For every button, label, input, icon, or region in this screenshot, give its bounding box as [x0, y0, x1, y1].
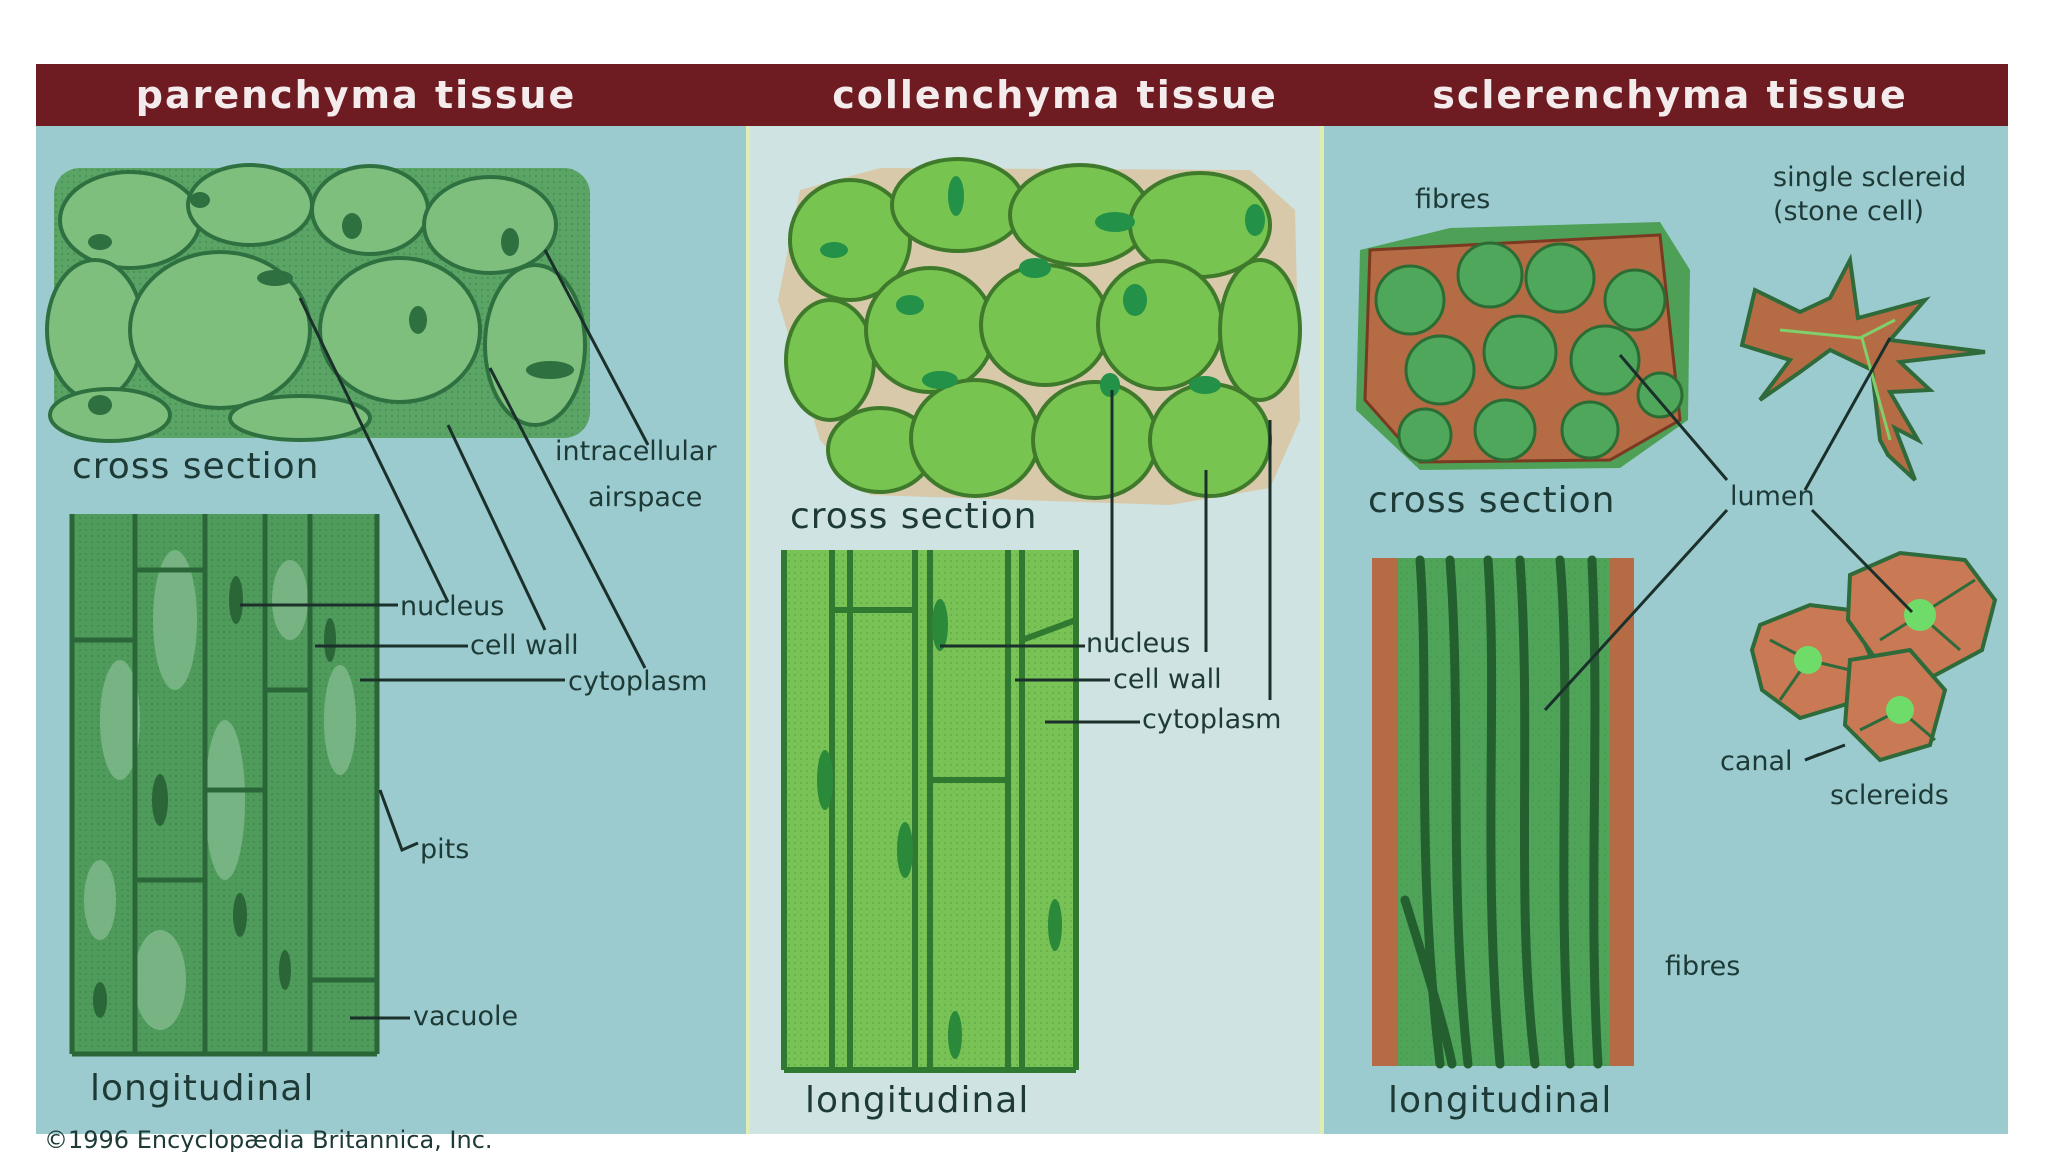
- header-band: [36, 64, 2008, 126]
- parenchyma-cross-section-label: cross section: [72, 446, 319, 487]
- sclerenchyma-longitudinal: [1372, 555, 1634, 1069]
- sclerenchyma-cross-section-label: cross section: [1368, 480, 1615, 521]
- parenchyma-cell-wall-label: cell wall: [470, 630, 579, 661]
- stone-cell-drawing: [1739, 253, 1986, 482]
- collenchyma-cell-wall-label: cell wall: [1113, 664, 1222, 695]
- pits-label: pits: [420, 834, 469, 865]
- parenchyma-nucleus-label: nucleus: [400, 591, 504, 622]
- sclerenchyma-header: sclerenchyma tissue: [1432, 73, 1908, 117]
- parenchyma-cross-section: [45, 163, 590, 443]
- single-sclereid-label: single sclereid: [1773, 162, 1966, 193]
- collenchyma-longitudinal-label: longitudinal: [805, 1080, 1029, 1121]
- sclerenchyma-cross-section: [1356, 222, 1690, 470]
- airspace-label: airspace: [588, 482, 702, 513]
- sclerenchyma-longitudinal-label: longitudinal: [1388, 1080, 1612, 1121]
- parenchyma-longitudinal-label: longitudinal: [90, 1068, 314, 1109]
- collenchyma-cross-section-label: cross section: [790, 496, 1037, 537]
- fibres-bottom-label: fibres: [1665, 951, 1740, 982]
- parenchyma-cytoplasm-label: cytoplasm: [568, 666, 707, 697]
- parenchyma-header: parenchyma tissue: [136, 73, 576, 117]
- lumen-label: lumen: [1730, 481, 1815, 512]
- collenchyma-longitudinal: [781, 550, 1079, 1073]
- vacuole-label: vacuole: [413, 1001, 518, 1032]
- stone-cell-label: (stone cell): [1773, 196, 1924, 227]
- fibres-top-label: fibres: [1415, 184, 1490, 215]
- collenchyma-header: collenchyma tissue: [832, 73, 1278, 117]
- sclereids-group: [1749, 550, 1998, 763]
- sclerenchyma-leader-lines: [1543, 337, 1914, 762]
- collenchyma-nucleus-label: nucleus: [1086, 628, 1190, 659]
- sclereids-label: sclereids: [1830, 780, 1949, 811]
- collenchyma-cross-section: [778, 157, 1302, 505]
- copyright-text: ©1996 Encyclopædia Britannica, Inc.: [44, 1126, 493, 1152]
- intracellular-label: intracellular: [555, 436, 717, 467]
- canal-label: canal: [1720, 746, 1793, 777]
- parenchyma-longitudinal: [69, 514, 380, 1057]
- parenchyma-leader-lines: [240, 249, 650, 1020]
- collenchyma-cytoplasm-label: cytoplasm: [1142, 704, 1281, 735]
- collenchyma-leader-lines: [940, 390, 1272, 724]
